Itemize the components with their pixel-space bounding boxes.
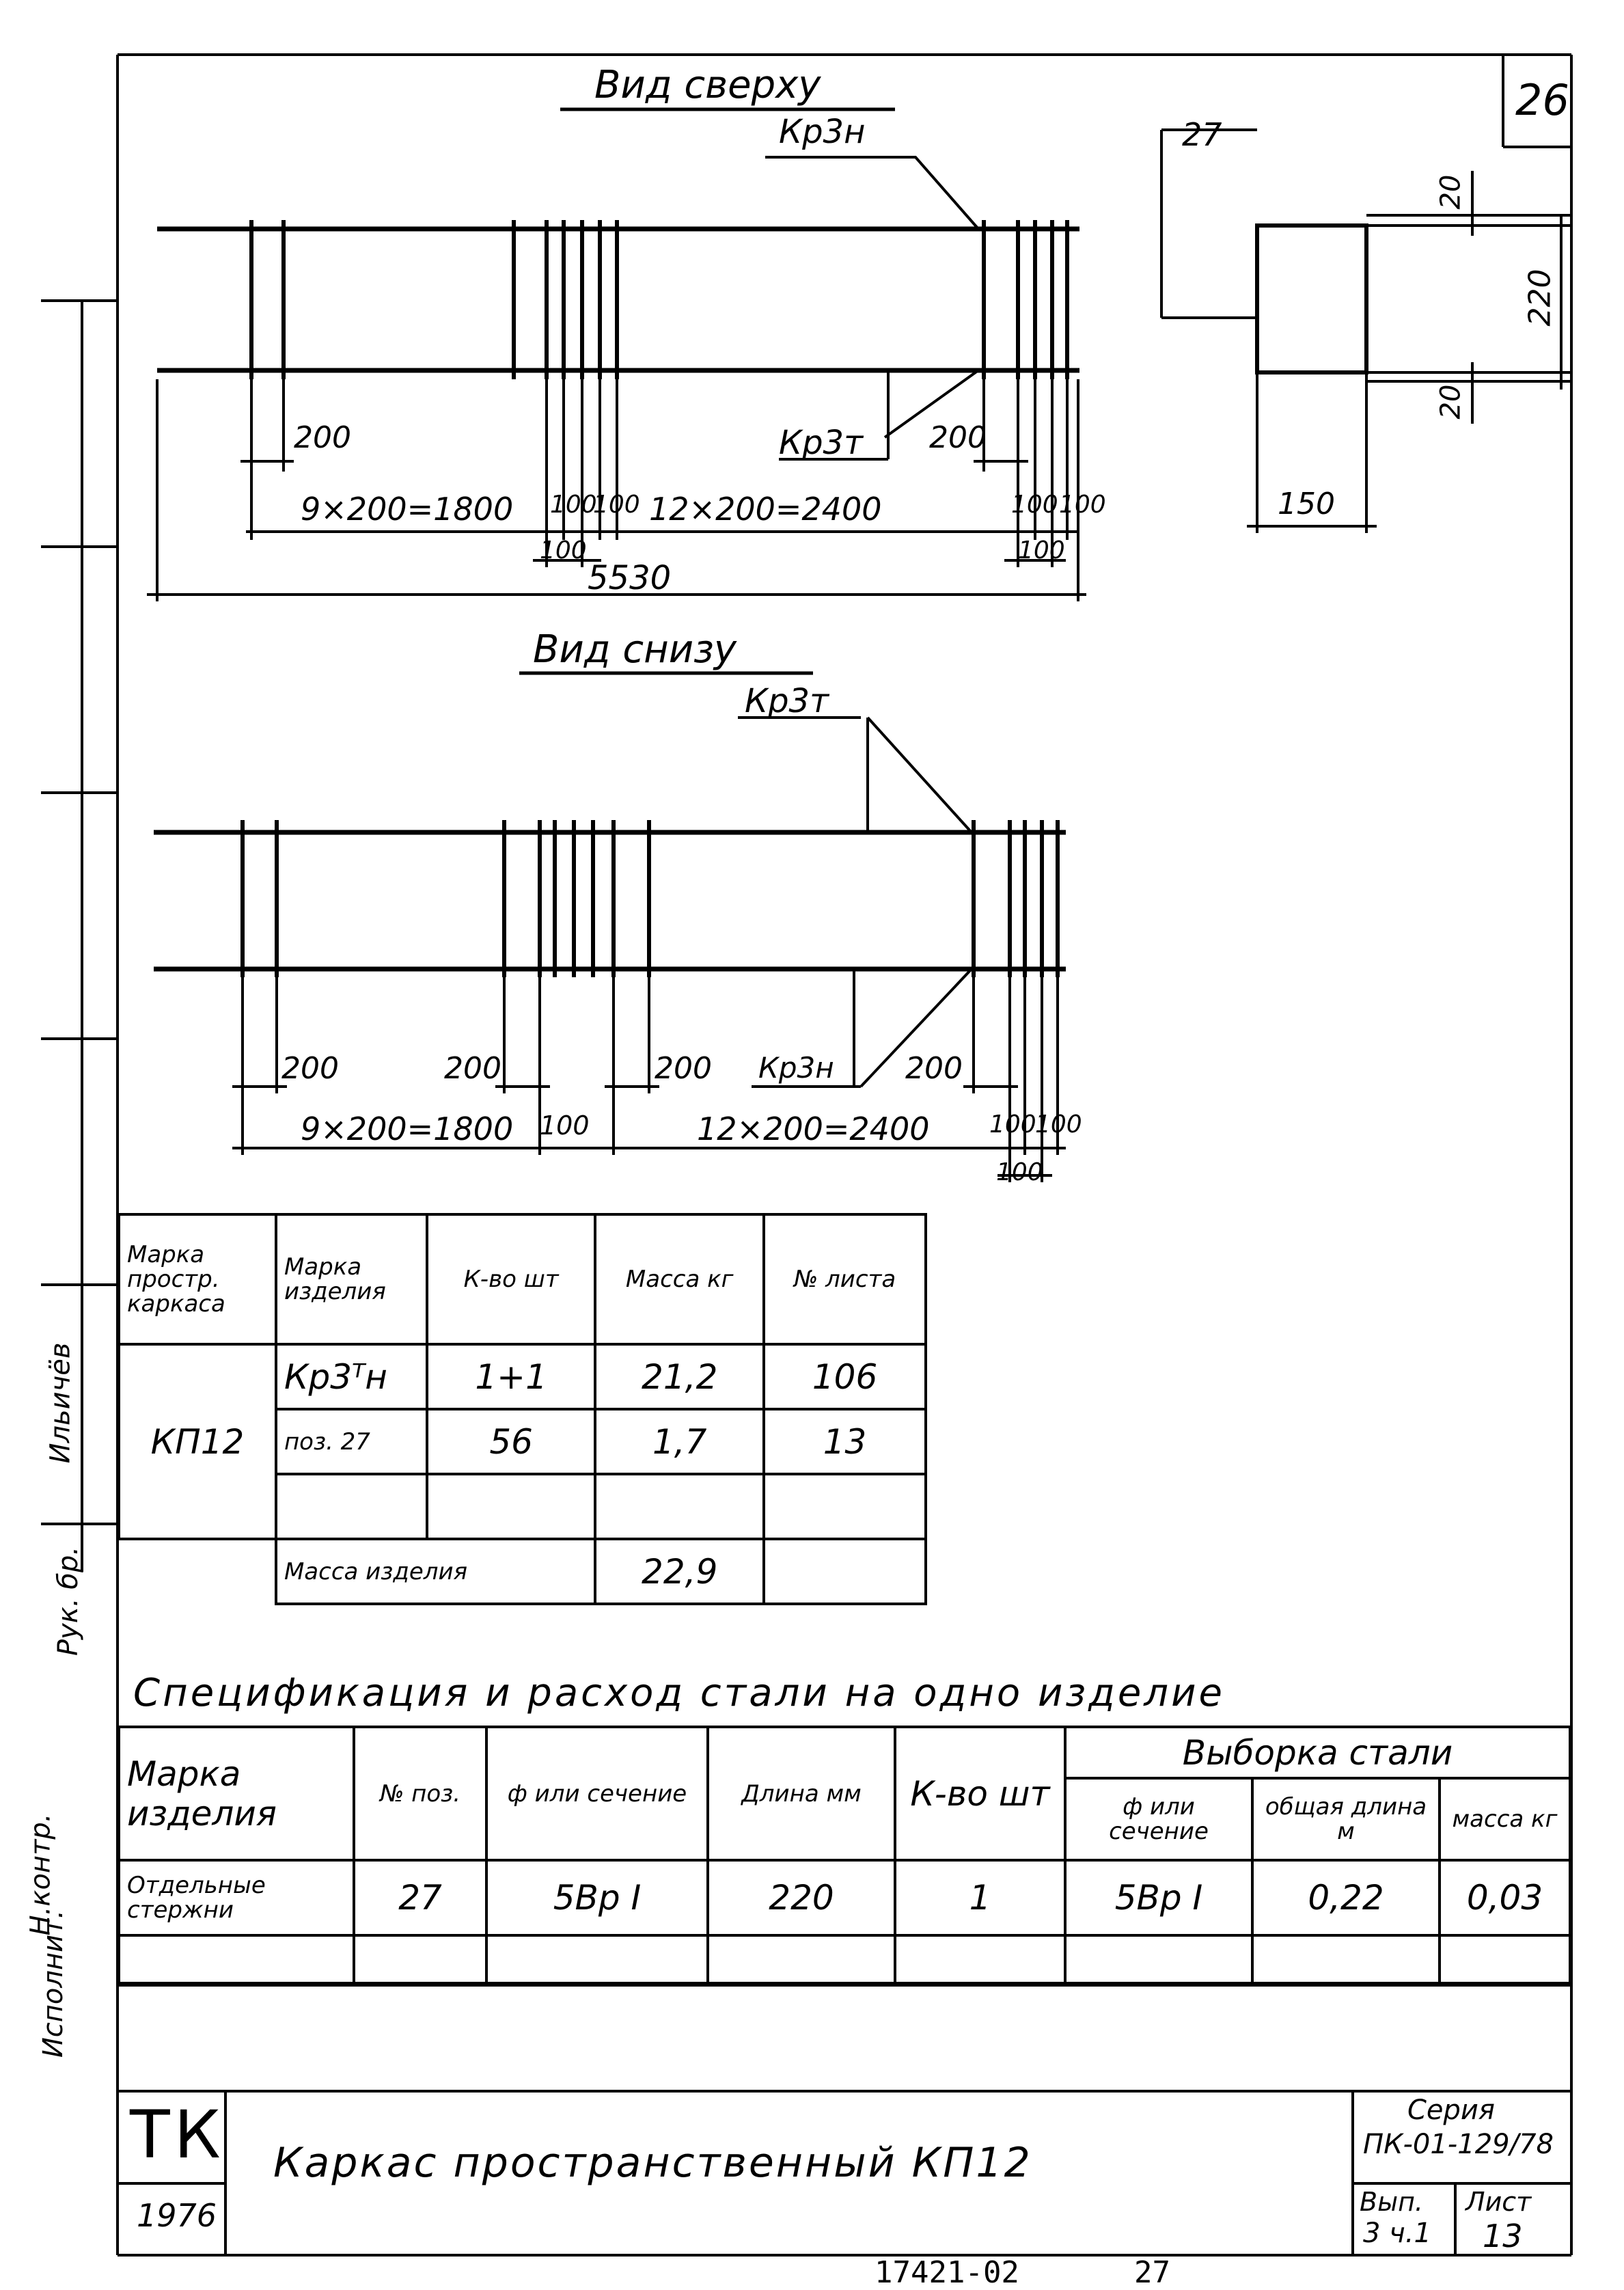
frame-cell: 21,2 <box>594 1343 766 1410</box>
bottom-dim-100-c: 100 <box>1035 1110 1082 1139</box>
spec-col-header: Длина мм <box>706 1726 896 1862</box>
section-dim-20-top: 20 <box>1435 174 1467 210</box>
drawing-title: Каркас пространственный КП12 <box>273 2139 1032 2187</box>
frame-cell <box>594 1473 766 1540</box>
top-dim-200-left: 200 <box>294 420 351 455</box>
issue-label: Вып. <box>1360 2187 1423 2217</box>
top-dim-chain-left: 9×200=1800 <box>301 491 514 528</box>
sheet-number: 26 <box>1515 75 1569 125</box>
spec-col-header: ф или сечение <box>485 1726 709 1862</box>
top-dim-total: 5530 <box>588 559 672 597</box>
frame-total-value: 22,9 <box>594 1538 766 1605</box>
frame-table: Марка простр. каркаса Марка изделия К-во… <box>118 1213 927 1605</box>
bottom-callout-krzn: Кр3н <box>758 1051 834 1085</box>
section-dim-20-bottom: 20 <box>1435 384 1467 420</box>
top-dim-100-d: 100 <box>1011 491 1058 519</box>
spec-cell: 1 <box>894 1859 1066 1937</box>
top-dim-100-c: 100 <box>540 536 587 564</box>
issue-number: 3 ч.1 <box>1363 2218 1431 2249</box>
spec-col-header: № поз. <box>353 1726 488 1862</box>
frame-cell: 106 <box>762 1343 927 1410</box>
section-dim-220: 220 <box>1522 269 1558 327</box>
sheet-label: Лист <box>1465 2187 1532 2217</box>
year: 1976 <box>137 2197 217 2234</box>
spec-group-header: Выборка стали <box>1064 1726 1571 1780</box>
bottom-view-title: Вид снизу <box>533 627 737 672</box>
side-stamp-label: Ильичёв <box>44 1342 77 1464</box>
frame-cell: 1+1 <box>425 1343 597 1410</box>
spec-title: Спецификация и расход стали на одно изде… <box>133 1671 1225 1715</box>
bottom-dim-200-b: 200 <box>444 1051 501 1086</box>
frame-cell <box>762 1473 927 1540</box>
sheet-value: 13 <box>1483 2218 1523 2254</box>
frame-total-label: Масса изделия <box>274 1538 597 1605</box>
spec-sub-header: масса кг <box>1438 1777 1571 1862</box>
frame-cell: 56 <box>425 1408 597 1475</box>
frame-cell <box>274 1473 428 1540</box>
series-label: Серия <box>1407 2095 1495 2126</box>
footer-code: 17421-02 <box>875 2255 1019 2290</box>
frame-cell: Кр3ᵀн <box>274 1343 428 1410</box>
top-dim-200-right: 200 <box>929 420 987 455</box>
frame-col-header: К-во шт <box>425 1213 597 1346</box>
bottom-dim-200-c: 200 <box>655 1051 712 1086</box>
top-dim-chain-right: 12×200=2400 <box>649 491 882 528</box>
frame-col-header: № листа <box>762 1213 927 1346</box>
frame-cell <box>425 1473 597 1540</box>
side-stamp-label: Рук. бр. <box>53 1546 85 1657</box>
bottom-dim-chain-left: 9×200=1800 <box>301 1110 514 1147</box>
side-stamp-label: Исполнит. <box>38 1909 70 2058</box>
spec-cell: 27 <box>353 1859 488 1937</box>
frame-col-header: Марка изделия <box>274 1213 428 1346</box>
bottom-callout-krzt: Кр3т <box>745 682 829 720</box>
spec-cell: 0,22 <box>1251 1859 1441 1937</box>
top-view-title: Вид сверху <box>594 63 821 107</box>
spec-cell: Отдельные стержни <box>118 1859 355 1937</box>
frame-col-header: Марка простр. каркаса <box>118 1213 277 1346</box>
frame-cell: 13 <box>762 1408 927 1475</box>
spec-sub-header: ф или сечение <box>1064 1777 1254 1862</box>
top-dim-100-f: 100 <box>1018 536 1065 564</box>
top-dim-100-a: 100 <box>550 491 597 519</box>
section-dim-150: 150 <box>1278 487 1335 521</box>
top-callout-krzn: Кр3н <box>779 113 866 151</box>
spec-sub-header: общая длина м <box>1251 1777 1441 1862</box>
spec-cell: 0,03 <box>1438 1859 1571 1937</box>
spec-col-header: К-во шт <box>894 1726 1066 1862</box>
top-callout-krzt: Кр3т <box>779 424 864 462</box>
bottom-dim-100-a: 100 <box>540 1110 590 1141</box>
spec-cell: 220 <box>706 1859 896 1937</box>
frame-cell: поз. 27 <box>274 1408 428 1475</box>
frame-mark: КП12 <box>118 1343 277 1540</box>
bottom-dim-100-b: 100 <box>989 1110 1036 1139</box>
bottom-dim-200-a: 200 <box>281 1051 339 1086</box>
spec-table: Марка изделия № поз. ф или сечение Длина… <box>118 1726 1571 1985</box>
bottom-dim-100-d: 100 <box>996 1158 1043 1186</box>
bottom-dim-200-d: 200 <box>905 1051 963 1086</box>
spec-cell: 5Вр I <box>485 1859 709 1937</box>
series-number: ПК-01-129/78 <box>1363 2129 1554 2160</box>
spec-cell: 5Вр I <box>1064 1859 1254 1937</box>
bottom-dim-chain-right: 12×200=2400 <box>697 1110 930 1147</box>
top-dim-100-b: 100 <box>593 491 640 519</box>
top-dim-100-e: 100 <box>1059 491 1106 519</box>
org-mark: ТК <box>130 2097 225 2173</box>
footer-page: 27 <box>1134 2255 1170 2290</box>
spec-col-header: Марка изделия <box>118 1726 355 1862</box>
section-pos: 27 <box>1182 116 1222 153</box>
frame-cell: 1,7 <box>594 1408 766 1475</box>
frame-col-header: Масса кг <box>594 1213 766 1346</box>
